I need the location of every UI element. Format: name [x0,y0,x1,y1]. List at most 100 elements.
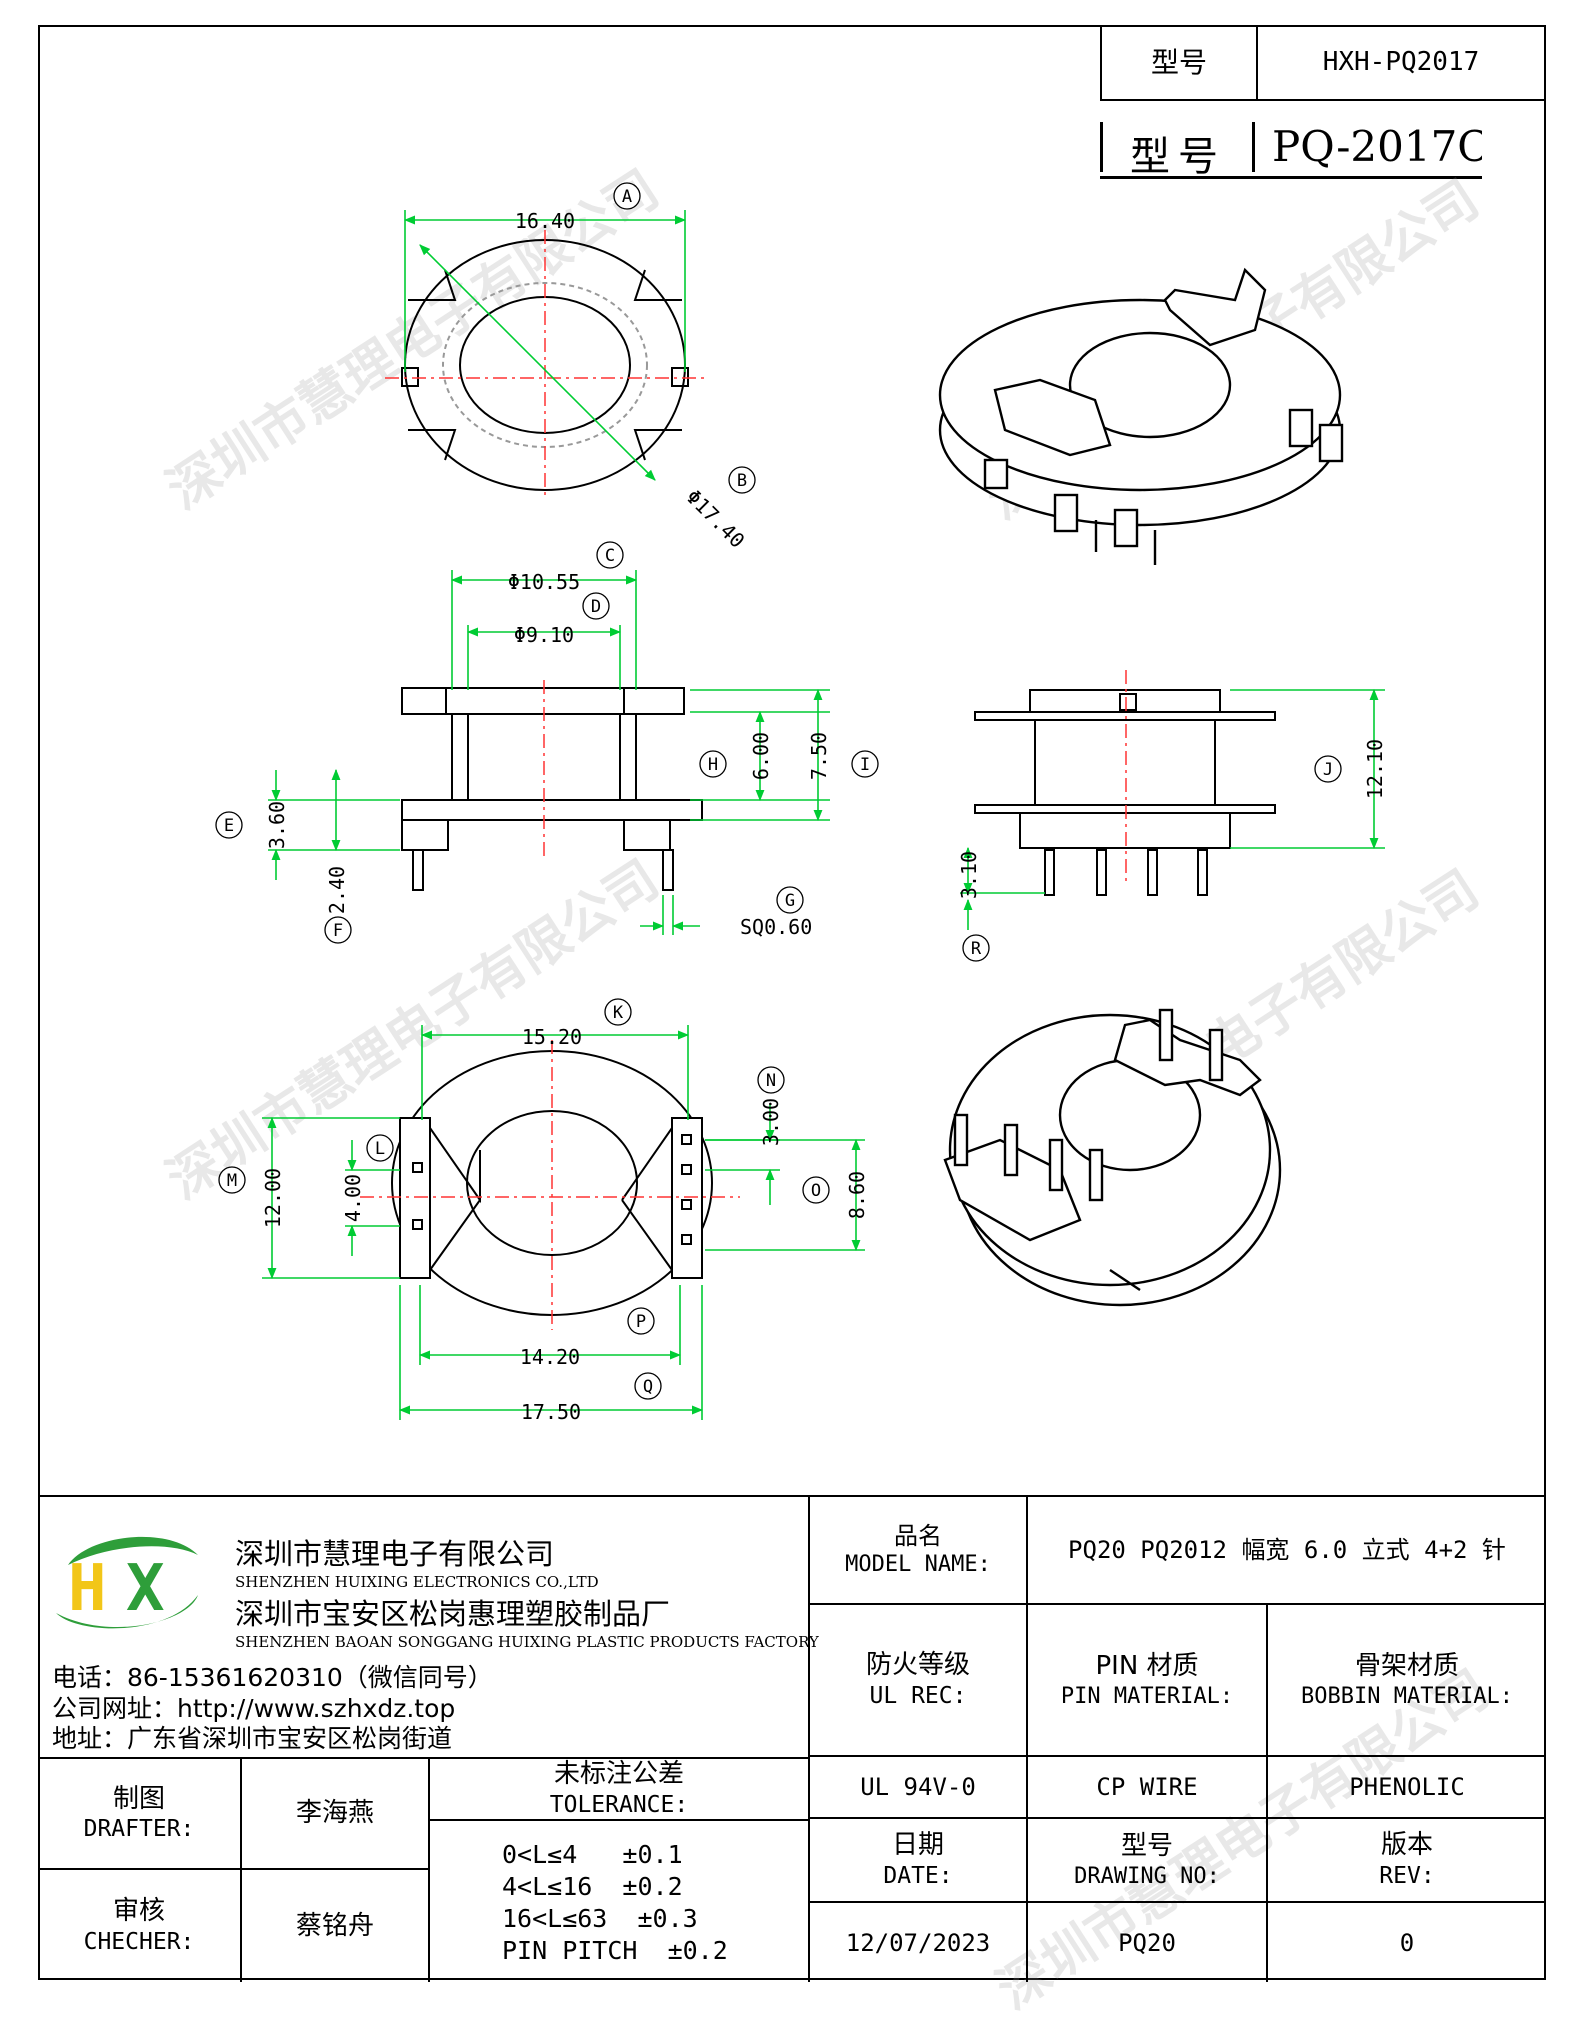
isometric-view-top [938,267,1344,565]
rev-label: 版本 REV: [1268,1819,1546,1903]
ul-rec-label: 防火等级 UL REC: [810,1605,1028,1757]
model-stamp-value: PQ-2017C [1272,122,1482,171]
company-name-en: SHENZHEN HUIXING ELECTRONICS CO.,LTD [235,1573,599,1591]
dim-j: 12.10 [1363,739,1387,799]
dim-n: 3.00 [759,1098,783,1146]
model-stamp-label: 型号 [1130,134,1226,179]
pin-material-value: CP WIRE [1028,1757,1268,1819]
dim-k: 15.20 [522,1025,582,1049]
company-phone: 电话：86-15361620310（微信同号） [52,1663,493,1692]
dim-g: SQ0.60 [740,915,812,939]
drafter-name: 李海燕 [242,1759,430,1870]
pin-material-label: PIN 材质 PIN MATERIAL: [1028,1605,1268,1757]
tag-q: Q [634,1372,662,1400]
svg-text:L: L [375,1139,385,1159]
date-label: 日期 DATE: [810,1819,1028,1903]
model-header-label: 型号 [1102,25,1258,99]
rev-value: 0 [1399,1928,1415,1957]
model-header-box: 型号 HXH-PQ2017 [1100,25,1546,101]
front-view-dims [268,570,830,935]
model-header-value: HXH-PQ2017 [1322,46,1480,77]
svg-text:M: M [227,1171,237,1191]
checker-label: 审核 CHECHER: [38,1870,242,1982]
svg-text:G: G [785,891,795,911]
company-website: 公司网址：http://www.szhxdz.top [52,1694,456,1723]
side-view-dims [960,688,1385,930]
tolerance-table: 0<L≤4 ±0.1 4<L≤16 ±0.2 16<L≤63 ±0.3 PIN … [430,1821,808,1982]
svg-text:B: B [737,471,747,491]
company-address: 地址：广东省深圳市宝安区松岗街道 [52,1724,453,1753]
svg-text:E: E [224,816,234,836]
ul-rec-value: UL 94V-0 [810,1757,1028,1819]
isometric-view-bottom [943,1008,1282,1307]
dim-c: Φ10.55 [508,570,580,594]
tag-l: L [366,1134,394,1162]
tag-i: I [851,750,879,778]
tag-o: O [802,1176,830,1204]
svg-text:Q: Q [643,1377,653,1397]
tolerance-row: 4<L≤16 ±0.2 [502,1872,683,1901]
tag-h: H [699,750,727,778]
dim-l: 4.00 [341,1174,365,1222]
dim-h: 6.00 [749,732,773,780]
tag-a: A [613,182,641,210]
tag-b: B [728,466,756,494]
tag-e: E [215,811,243,839]
svg-text:C: C [605,546,615,566]
date-value: 12/07/2023 [810,1903,1028,1982]
front-view [401,687,703,891]
top-view-dims [403,210,687,481]
drafter-label: 制图 DRAFTER: [38,1759,242,1870]
dim-f: 2.40 [325,866,349,914]
tag-p: P [627,1307,655,1335]
svg-text:P: P [636,1312,646,1332]
bobbin-material-value: PHENOLIC [1268,1757,1546,1819]
factory-name-en: SHENZHEN BAOAN SONGGANG HUIXING PLASTIC … [235,1633,819,1651]
factory-name-cn: 深圳市宝安区松岗惠理塑胶制品厂 [235,1597,671,1631]
svg-text:A: A [622,187,632,207]
tag-c: C [596,541,624,569]
tag-g: G [776,886,804,914]
tag-j: J [1314,755,1342,783]
dim-q: 17.50 [521,1400,581,1424]
model-name-value: PQ20 PQ2012 幅宽 6.0 立式 4+2 针 [1028,1497,1546,1605]
tag-r: R [962,934,990,962]
dim-d: Φ9.10 [514,623,574,647]
svg-text:R: R [971,939,982,959]
dim-a: 16.40 [515,209,575,233]
tolerance-row: 16<L≤63 ±0.3 [502,1904,698,1933]
dim-p: 14.20 [520,1345,580,1369]
dim-i: 7.50 [807,732,831,780]
dim-e: 3.60 [265,801,289,849]
dim-o: 8.60 [845,1171,869,1219]
drawing-no-label: 型号 DRAWING NO: [1028,1819,1268,1903]
bottom-view-centerlines [360,1040,740,1330]
bobbin-material-label: 骨架材质 BOBBIN MATERIAL: [1268,1605,1546,1757]
svg-text:N: N [766,1071,776,1091]
tolerance-row: PIN PITCH ±0.2 [502,1936,728,1965]
tag-d: D [582,592,610,620]
tag-m: M [218,1166,246,1194]
dim-r: 3.10 [957,851,981,899]
tag-f: F [324,916,352,944]
side-view [974,689,1276,896]
svg-text:I: I [860,755,870,775]
bottom-view-dims [262,1025,865,1420]
svg-text:X: X [126,1552,165,1626]
top-view-centerlines [385,230,705,500]
svg-text:D: D [591,597,601,617]
tag-n: N [757,1066,785,1094]
model-stamp: 型号 PQ-2017C [1100,118,1482,179]
bobbin-drawing: 16.40 A Φ17.40 B [215,182,1387,1424]
company-info: H X 深圳市慧理电子有限公司 SHENZHEN HUIXING ELECTRO… [38,1497,819,1759]
company-name-cn: 深圳市慧理电子有限公司 [235,1537,555,1571]
checker-name: 蔡铭舟 [242,1870,430,1982]
svg-text:O: O [811,1181,821,1201]
drawing-no-value: PQ20 [1028,1903,1268,1982]
tolerance-label: 未标注公差 TOLERANCE: [430,1759,808,1821]
svg-text:F: F [333,921,343,941]
dim-m: 12.00 [261,1168,285,1228]
svg-text:J: J [1323,760,1333,780]
svg-text:K: K [613,1003,624,1023]
svg-text:H: H [708,755,718,775]
